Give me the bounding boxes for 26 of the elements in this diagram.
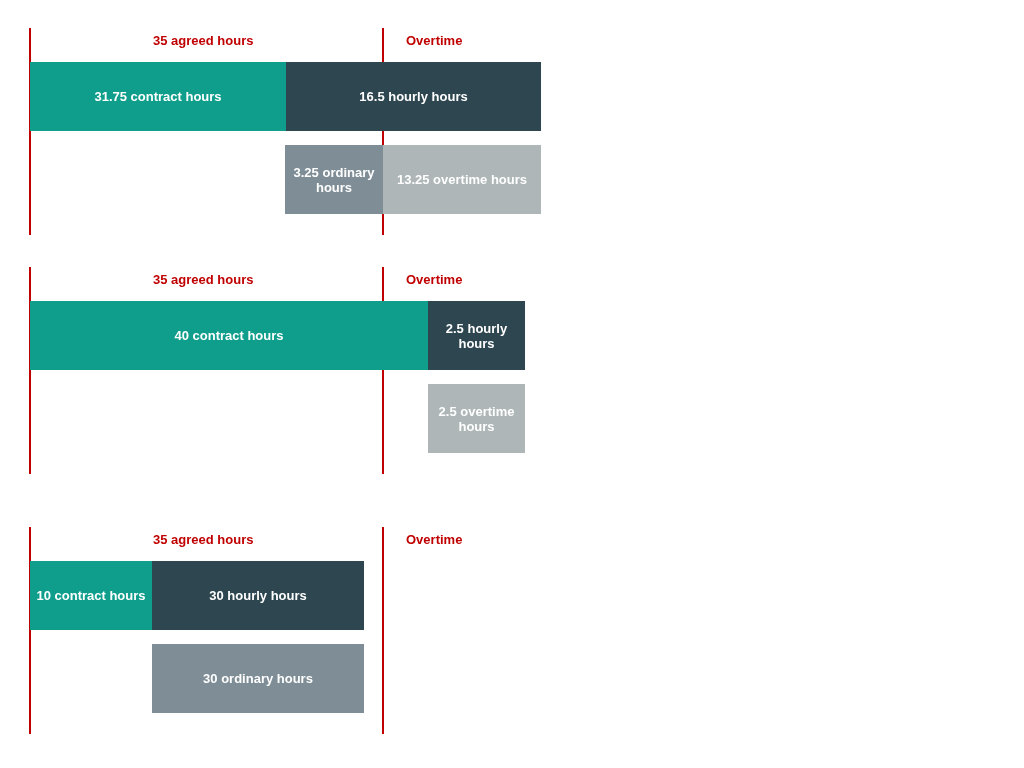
bar-label: 13.25 overtime hours xyxy=(396,172,528,187)
bar-segment xyxy=(286,62,541,131)
bar-segment xyxy=(428,384,525,453)
bar-segment xyxy=(152,644,364,713)
section-heading: Overtime xyxy=(406,33,463,48)
bar-label: 40 contract hours xyxy=(174,328,284,343)
bar-label: 30 ordinary hours xyxy=(203,671,313,686)
bar-label: 31.75 contract hours xyxy=(94,89,222,104)
bar-segment xyxy=(30,561,152,630)
section-heading: Overtime xyxy=(406,272,463,287)
bar-label: 2.5 overtime hours xyxy=(437,403,516,434)
bar-segment xyxy=(30,301,428,370)
section-heading: Overtime xyxy=(406,532,463,547)
bar-segment xyxy=(285,145,383,214)
section-heading: 35 agreed hours xyxy=(153,272,254,287)
section-heading: 35 agreed hours xyxy=(153,532,254,547)
bar-label: 30 hourly hours xyxy=(209,588,307,603)
bar-segment xyxy=(152,561,364,630)
section-heading: 35 agreed hours xyxy=(153,33,254,48)
bar-label: 16.5 hourly hours xyxy=(359,89,468,104)
bar-segment xyxy=(30,62,286,131)
bar-label: 3.25 ordinary hours xyxy=(292,164,376,195)
bar-segment xyxy=(428,301,525,370)
bar-label: 10 contract hours xyxy=(36,588,146,603)
bar-label: 2.5 hourly hours xyxy=(444,320,509,351)
bar-segment xyxy=(383,145,541,214)
